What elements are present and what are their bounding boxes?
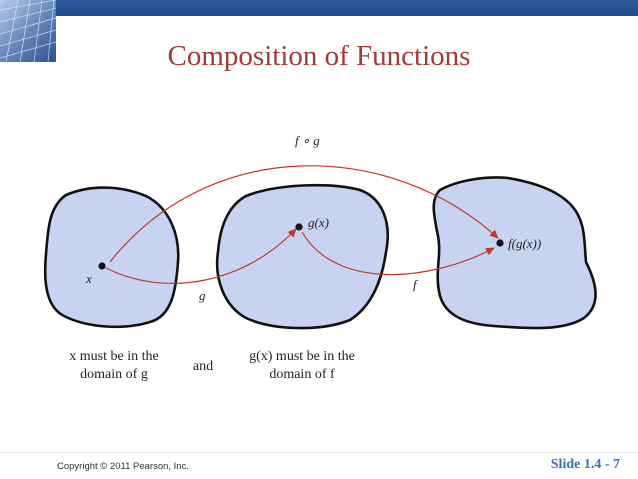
caption-domain-f-line1: g(x) must be in the <box>249 349 355 364</box>
point-gx <box>295 223 303 231</box>
label-g-map: g <box>199 288 206 303</box>
header-band <box>0 0 638 16</box>
copyright-text: Copyright © 2011 Pearson, Inc. <box>57 461 189 472</box>
label-fgx: f(g(x)) <box>508 236 541 251</box>
caption-and: and <box>192 359 214 374</box>
point-x <box>98 262 106 270</box>
label-gx: g(x) <box>308 215 329 230</box>
range-g-region <box>215 183 389 330</box>
caption-domain-f: g(x) must be in the domain of f <box>232 348 372 384</box>
f-arrow <box>301 231 495 276</box>
range-f-region <box>432 176 597 330</box>
composite-arrow <box>109 165 499 263</box>
caption-domain-g: x must be in the domain of g <box>52 348 176 384</box>
caption-domain-g-line2: domain of g <box>80 367 148 382</box>
slide-number: Slide 1.4 - 7 <box>550 457 620 472</box>
label-f-map: f <box>413 277 419 292</box>
g-arrow <box>105 228 297 285</box>
domain-g-region <box>43 186 180 329</box>
footer-divider <box>0 452 638 453</box>
point-fgx <box>496 239 504 247</box>
label-composite: f ∘ g <box>295 133 320 148</box>
corner-decoration <box>0 0 56 62</box>
slide-title: Composition of Functions <box>167 40 471 72</box>
label-x: x <box>85 271 92 286</box>
caption-domain-g-line1: x must be in the <box>69 349 159 364</box>
caption-domain-f-line2: domain of f <box>269 367 335 382</box>
